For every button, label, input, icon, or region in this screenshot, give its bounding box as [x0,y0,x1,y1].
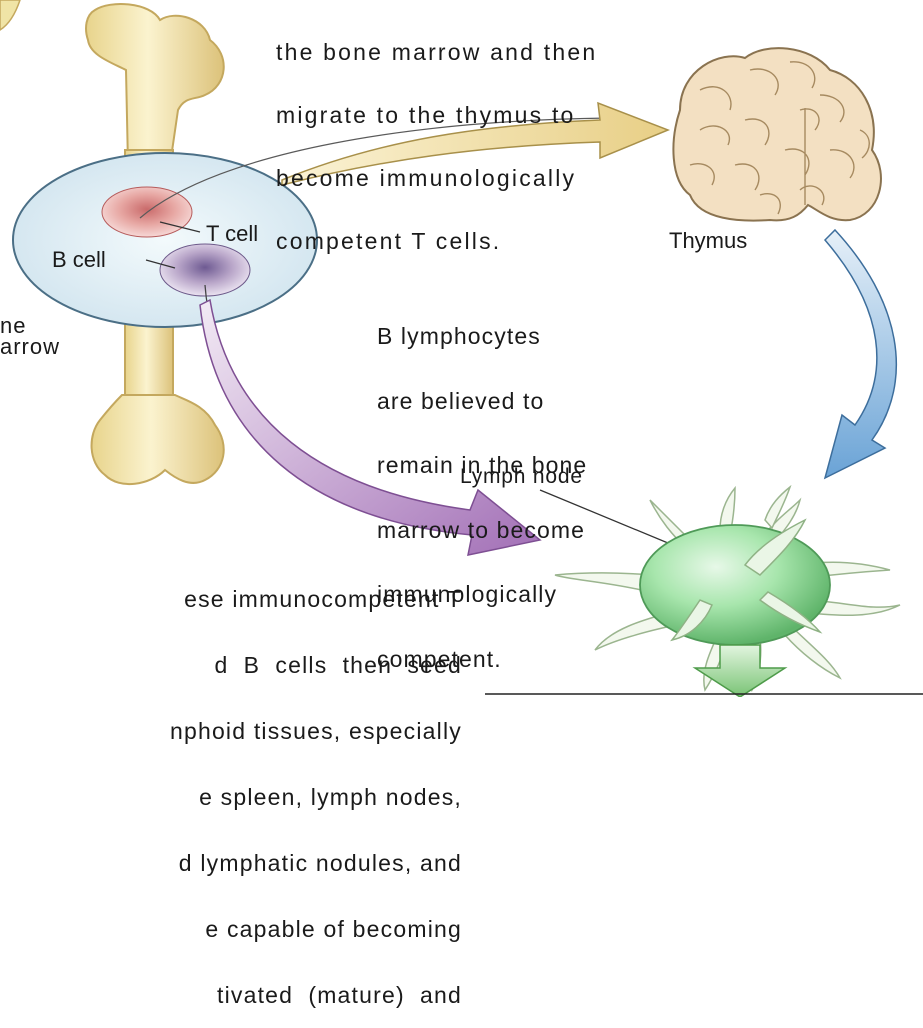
thymus-label: Thymus [669,228,747,254]
bone-corner-top-left [0,0,20,30]
middle-caption-line: B lymphocytes [377,326,587,348]
top-caption-line: the bone marrow and then [276,42,597,63]
bone-condyle-bottom [92,395,224,484]
top-caption-line: migrate to the thymus to [276,105,597,126]
bottom-caption: ese immunocompetent T d B cells then see… [0,544,462,1028]
arrow-thymus-to-lymph-node [825,230,896,478]
top-caption-line: competent T cells. [276,231,597,252]
arrow-down-green [695,645,785,697]
t-cell-label: T cell [206,221,258,247]
bottom-caption-line: nphoid tissues, especially [0,720,462,742]
bone-marrow-label-line: arrow [0,334,60,360]
bottom-caption-line: e capable of becoming [0,918,462,940]
bone-head-top [86,4,224,165]
marrow-circle [13,153,317,327]
b-cell-label: B cell [52,247,106,273]
bottom-caption-line: tivated (mature) and [0,984,462,1006]
thymus-organ [673,48,881,220]
marrow-cross-section [13,153,317,327]
bottom-caption-line: ese immunocompetent T [0,588,462,610]
top-caption: the bone marrow and then migrate to the … [276,0,597,273]
bottom-caption-line: e spleen, lymph nodes, [0,786,462,808]
top-caption-line: become immunologically [276,168,597,189]
middle-caption-line: marrow to become [377,520,587,542]
bottom-caption-line: d B cells then seed [0,654,462,676]
middle-caption-line: are believed to [377,391,587,413]
bottom-caption-line: d lymphatic nodules, and [0,852,462,874]
lymph-node-label: Lymph node [460,465,583,489]
